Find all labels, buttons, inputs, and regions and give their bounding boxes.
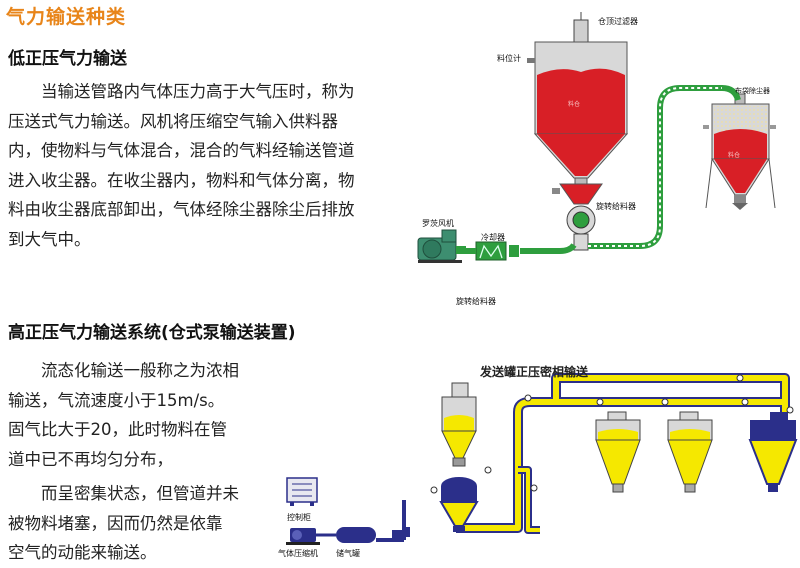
valve-icons (430, 374, 794, 494)
level-meter-icon (527, 58, 535, 63)
top-filter-label: 仓顶过滤器 (598, 17, 638, 26)
high-pressure-title: 高正压气力输送系统(仓式泵输送装置) (8, 323, 296, 343)
cooler (465, 241, 519, 261)
receiving-silo-2 (667, 411, 713, 493)
svg-text:料仓: 料仓 (728, 151, 740, 159)
storage-silo: 料仓 (527, 41, 629, 179)
low-pressure-line-2: 压送式气力输送。风机将压缩空气输入供料器 (8, 111, 338, 131)
dust-collector: 料仓 (703, 93, 776, 210)
roots-blower-label: 罗茨风机 (422, 219, 454, 228)
rotary-feeder-label: 旋转给料器 (596, 202, 636, 211)
feed-silo (441, 382, 477, 467)
receiving-silo-1 (595, 411, 641, 493)
low-pressure-line-1: 当输送管路内气体压力高于大气压时，称为 (41, 82, 355, 101)
low-pressure-title: 低正压气力输送 (8, 49, 127, 69)
control-cabinet-label: 控制柜 (287, 513, 311, 522)
high-pressure-line-2: 输送，气流速度小于15m/s。 (8, 390, 225, 410)
sending-tank (439, 477, 479, 532)
dense-phase-title: 发送罐正压密相输送 (480, 365, 589, 379)
page-title: 气力输送种类 (6, 6, 127, 28)
rotary-feeder (552, 177, 603, 251)
high-pressure-description-2: 而呈密集状态，但管道并未 被物料堵塞，因而仍然是依靠 空气的动能来输送。 (8, 479, 248, 568)
rotary-feeder-caption: 旋转给料器 (456, 297, 496, 306)
high-pressure-description: 流态化输送一般称之为浓相 输送，气流速度小于15m/s。 固气比大于20，此时物… (8, 356, 248, 474)
low-pressure-line-3: 内，使物料与气体混合，混合的气料经输送管道 (8, 141, 355, 160)
level-meter-label: 料位计 (497, 54, 521, 63)
high-pressure-line-4: 道中已不再均匀分布， (8, 449, 173, 469)
air-tank-label: 储气罐 (336, 549, 360, 558)
roots-blower (417, 229, 466, 263)
cooler-label: 冷却器 (481, 233, 505, 242)
high-pressure-line-7: 空气的动能来输送。 (8, 543, 157, 562)
gas-compressor (286, 528, 336, 545)
low-pressure-line-4: 进入收尘器。在收尘器内，物料和气体分离，物 (8, 170, 355, 190)
high-pressure-line-5: 而呈密集状态，但管道并未 (41, 484, 239, 503)
compressor-label: 气体压缩机 (278, 549, 318, 558)
high-pressure-line-6: 被物料堵塞，因而仍然是依靠 (8, 513, 223, 533)
high-pressure-line-1: 流态化输送一般称之为浓相 (41, 361, 239, 380)
air-tank (336, 527, 404, 543)
low-pressure-line-5: 料由收尘器底部卸出，气体经除尘器除尘后排放 (8, 200, 355, 219)
dense-phase-pipe (376, 373, 790, 542)
dust-collector-label: 布袋除尘器 (735, 87, 770, 95)
high-pressure-line-3: 固气比大于20，此时物料在管 (8, 420, 227, 439)
svg-text:料仓: 料仓 (568, 100, 580, 108)
low-pressure-line-6: 到大气中。 (8, 229, 91, 249)
receiving-silo-3 (748, 412, 798, 492)
low-pressure-description: 当输送管路内气体压力高于大气压时，称为 压送式气力输送。风机将压缩空气输入供料器… (8, 77, 380, 254)
control-cabinet (286, 477, 318, 506)
